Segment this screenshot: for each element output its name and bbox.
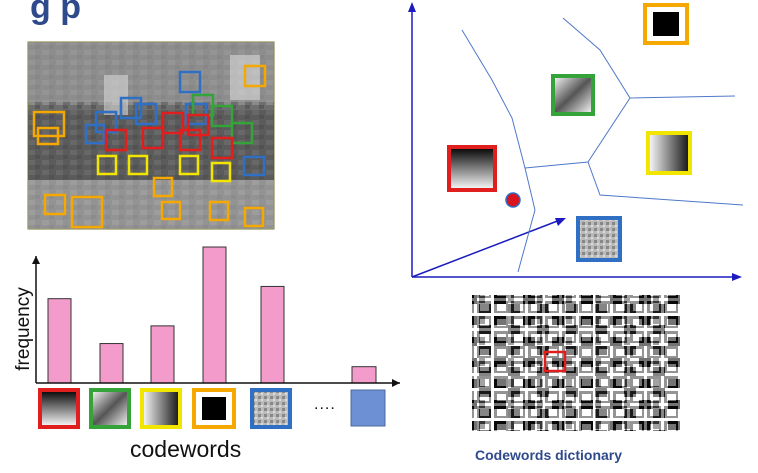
y-axis-arrowhead	[32, 256, 40, 264]
histogram-bar-green	[99, 343, 124, 384]
codewords-dictionary	[472, 295, 680, 431]
feature-space	[408, 2, 744, 281]
histogram-bar-blue	[260, 285, 285, 384]
voronoi-boundaries	[461, 17, 744, 273]
dictionary-label: Codewords dictionary	[475, 447, 623, 463]
codeword-icons	[38, 388, 386, 429]
codeword-icon-yellow	[140, 388, 182, 429]
codeword-icon-green	[89, 388, 131, 429]
codeword-icon-orange-core	[202, 397, 226, 420]
histogram-bars	[47, 246, 377, 384]
dictionary-highlight	[543, 350, 567, 373]
yellow-patches	[96, 154, 232, 183]
orange-patches	[32, 64, 267, 229]
query-vector	[411, 219, 561, 278]
codeword-icon-last	[350, 389, 386, 427]
histogram-x-label: codewords	[130, 436, 242, 462]
x-axis-arrowhead	[392, 379, 400, 387]
slide-title-fragment: g p	[30, 0, 81, 26]
feature-codeword-green	[551, 74, 595, 116]
histogram-bar-orange	[202, 246, 227, 384]
blue-patches	[84, 70, 266, 177]
codeword-icon-blue	[250, 388, 292, 429]
histogram-bar-yellow	[150, 325, 175, 384]
feature-codeword-blue	[576, 216, 622, 262]
patch-boxes	[32, 64, 267, 229]
red-patches	[104, 111, 234, 160]
histogram-bar-last	[351, 366, 377, 384]
feature-codeword-red	[447, 145, 497, 192]
feature-codeword-yellow	[646, 131, 692, 175]
query-point	[505, 192, 521, 208]
ellipsis: ....	[314, 396, 336, 413]
histogram-bar-red	[47, 298, 72, 384]
histogram-y-label: frequency	[13, 287, 34, 371]
histogram	[32, 246, 400, 429]
codeword-icon-red	[38, 388, 80, 429]
codeword-icon-orange	[192, 388, 236, 429]
